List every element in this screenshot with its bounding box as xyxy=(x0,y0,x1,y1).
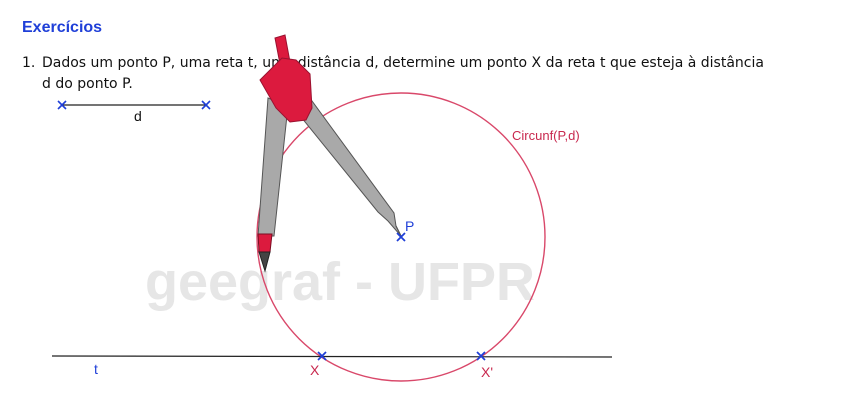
compass-needle-leg xyxy=(296,100,402,237)
line-t[interactable] xyxy=(51,355,613,358)
circle-p-d[interactable] xyxy=(256,92,546,382)
exercise-text-line1: Dados um ponto P, uma reta t, uma distân… xyxy=(42,55,764,71)
point-x-marker[interactable] xyxy=(317,351,327,361)
exercise-text-line2: d do ponto P. xyxy=(42,76,133,92)
exercise-statement: 1. Dados um ponto P, uma reta t, uma dist… xyxy=(22,53,842,95)
point-x-label: X xyxy=(310,362,320,378)
segment-d-endpoint-left[interactable] xyxy=(57,100,67,110)
compass-pencil-leg xyxy=(257,97,289,237)
point-p-marker[interactable] xyxy=(396,232,406,242)
line-t-label: t xyxy=(94,361,98,377)
exercise-number: 1. xyxy=(22,55,36,71)
point-x-prime-label: X' xyxy=(481,364,493,380)
point-p-label: P xyxy=(405,218,414,234)
point-x-prime-marker[interactable] xyxy=(476,351,486,361)
section-heading: Exercícios xyxy=(22,19,103,36)
segment-d-endpoint-right[interactable] xyxy=(201,100,211,110)
segment-d-label: d xyxy=(134,108,142,124)
compass-pencil-tip xyxy=(258,251,271,273)
compass-head xyxy=(259,57,313,123)
circle-label: Circunf(P,d) xyxy=(512,128,580,143)
watermark-text: geegraf - UFPR xyxy=(145,252,535,312)
compass-pencil-sleeve xyxy=(257,233,273,253)
